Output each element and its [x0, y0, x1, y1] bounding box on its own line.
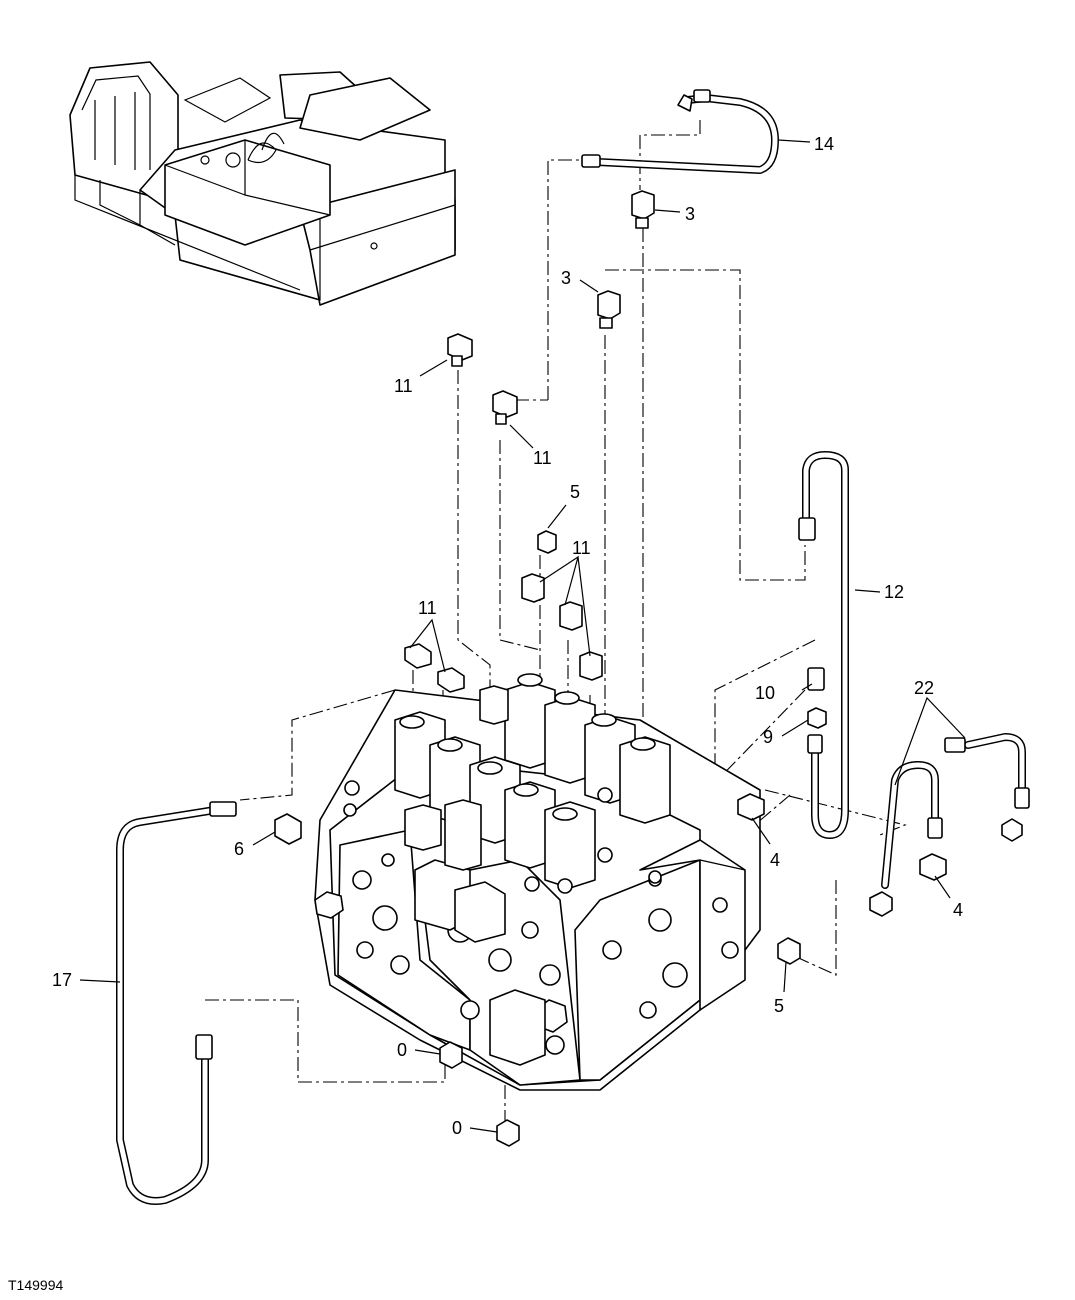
callout-14: 14	[814, 134, 834, 154]
callout-4-left: 4	[770, 850, 780, 870]
figure-id: T149994	[8, 1277, 63, 1293]
callout-6: 6	[234, 839, 244, 859]
valve-caps	[394, 673, 671, 889]
callout-9: 9	[763, 727, 773, 747]
hoses	[116, 94, 1026, 1205]
callout-3-upper: 3	[685, 204, 695, 224]
excavator-overview	[69, 61, 456, 306]
callout-5-upper: 5	[570, 482, 580, 502]
callout-4-right: 4	[953, 900, 963, 920]
callout-10: 10	[755, 683, 775, 703]
callout-11-left: 11	[418, 598, 437, 618]
fittings	[195, 89, 1030, 1147]
callout-11-mid: 11	[533, 448, 552, 468]
callout-17: 17	[52, 970, 72, 990]
callout-0-lower: 0	[452, 1118, 462, 1138]
callout-3-lower: 3	[561, 268, 571, 288]
callout-11-upper: 11	[394, 376, 413, 396]
callout-5-lower: 5	[774, 996, 784, 1016]
leader-lines	[79, 139, 966, 1133]
control-valve	[314, 673, 761, 1091]
callouts: 14 3 3 11 11 5 11 11 12 22 10 9 4 4 6 17…	[52, 134, 963, 1138]
callout-11-right: 11	[572, 538, 591, 558]
callout-12: 12	[884, 582, 904, 602]
callout-0-upper: 0	[397, 1040, 407, 1060]
callout-22: 22	[914, 678, 934, 698]
